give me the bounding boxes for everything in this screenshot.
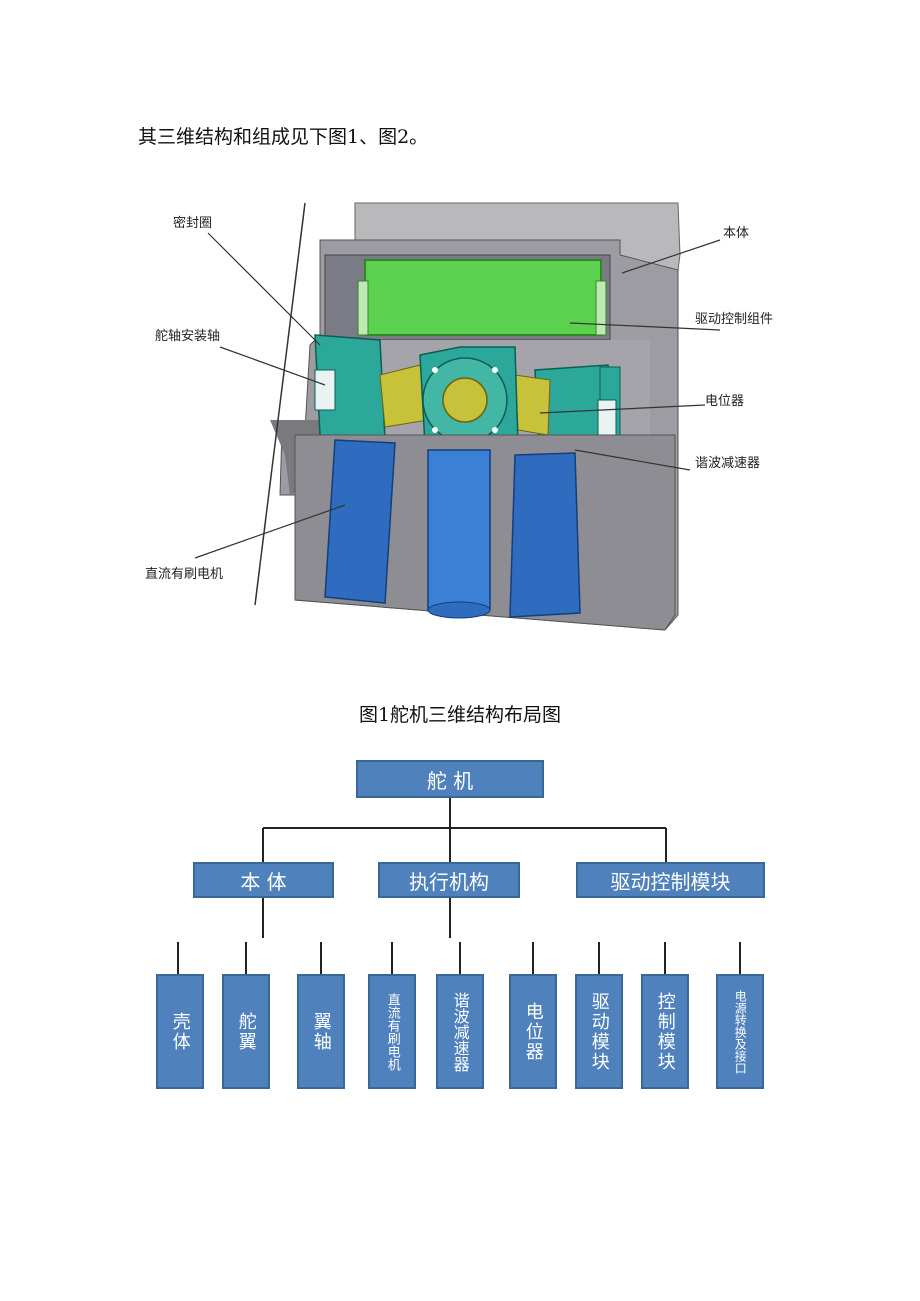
leader-rudder-shaft <box>219 346 326 386</box>
green-edge-right <box>595 280 607 336</box>
leader-harmonic-reducer <box>574 449 691 471</box>
org-leaf-control-module: 控制模块 <box>641 974 689 1089</box>
leader-drive-control <box>569 322 721 331</box>
figure1-caption: 图1舵机三维结构布局图 <box>358 704 562 726</box>
green-edge-left <box>357 280 369 336</box>
bolt-2 <box>492 367 498 373</box>
intro-paragraph: 其三维结构和组成见下图1、图2。 <box>138 126 429 148</box>
org-leaf-rudder-wing: 舵翼 <box>222 974 270 1089</box>
dc-motor-left <box>324 439 396 604</box>
org-leaf-potentiometer: 电位器 <box>509 974 557 1089</box>
bolt-1 <box>432 367 438 373</box>
output-shaft <box>442 377 488 423</box>
bolt-4 <box>492 427 498 433</box>
servo-3d-structure-figure: 密封圈 本体 驱动控制组件 舵轴安装轴 电位器 谐波减速器 直流有刷电机 <box>145 202 773 631</box>
shaft-hole-right <box>597 399 617 437</box>
org-leaf-power-interface: 电源转换及接口 <box>716 974 764 1089</box>
leader-dc-motor <box>194 504 346 559</box>
leader-seal-ring <box>207 232 321 346</box>
outer-edge-line <box>254 202 306 606</box>
label-drive-control-assembly: 驱动控制组件 <box>695 312 773 327</box>
label-dc-motor: 直流有刷电机 <box>145 567 223 582</box>
org-leaf-drive-module: 驱动模块 <box>575 974 623 1089</box>
label-body: 本体 <box>723 226 749 241</box>
dc-motor-center-end <box>427 601 491 619</box>
org-leaf-harmonic-reducer: 谐波减速器 <box>436 974 484 1089</box>
org-level1-body: 本 体 <box>193 862 334 898</box>
org-leaf-shell: 壳体 <box>156 974 204 1089</box>
label-harmonic-reducer: 谐波减速器 <box>695 456 760 471</box>
drive-control-assembly-green <box>364 259 602 336</box>
bolt-3 <box>432 427 438 433</box>
leader-body <box>621 239 721 274</box>
org-level1-drive-control: 驱动控制模块 <box>576 862 765 898</box>
leader-potentiometer <box>539 404 706 414</box>
dc-motor-center <box>427 449 491 611</box>
org-root-servo: 舵 机 <box>356 760 544 798</box>
org-level1-actuator: 执行机构 <box>378 862 520 898</box>
dc-motor-right <box>509 452 581 618</box>
org-leaf-dc-motor: 直流有刷电机 <box>368 974 416 1089</box>
potentiometer-right <box>514 374 551 436</box>
label-rudder-shaft: 舵轴安装轴 <box>155 329 220 344</box>
label-seal-ring: 密封圈 <box>173 215 212 231</box>
shaft-hole-left <box>314 369 336 411</box>
org-leaf-wing-shaft: 翼轴 <box>297 974 345 1089</box>
label-potentiometer: 电位器 <box>705 394 744 409</box>
